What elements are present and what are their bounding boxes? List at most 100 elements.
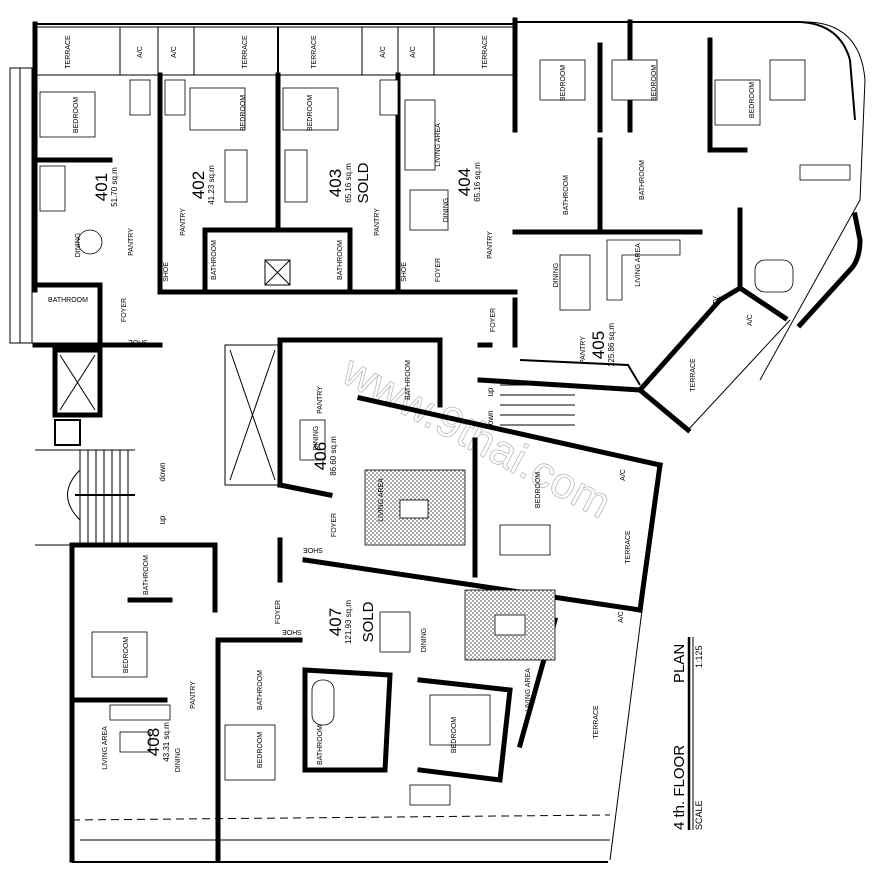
label-shoe: SHOE bbox=[401, 262, 408, 282]
unit-number: 407 bbox=[326, 608, 345, 636]
label-dining: DINING bbox=[75, 233, 82, 258]
label-foyer: FOYER bbox=[490, 308, 497, 332]
label-bedroom: BEDROOM bbox=[560, 65, 567, 101]
unit-area: 125.86 sq.m bbox=[607, 323, 616, 367]
unit-403: 403 65.16 sq.m SOLD bbox=[326, 162, 372, 203]
label-bathroom: BATHROOM bbox=[48, 297, 88, 304]
label-bedroom: BEDROOM bbox=[651, 65, 658, 101]
unit-number: 403 bbox=[326, 169, 345, 197]
core bbox=[35, 347, 575, 546]
label-pantry: PANTRY bbox=[580, 336, 587, 364]
label-bathroom: BATHROOM bbox=[639, 160, 646, 200]
unit-area: 41.23 sq.m bbox=[207, 165, 216, 205]
label-stair-up: up bbox=[486, 387, 495, 396]
title-block: 4 th. FLOOR PLAN SCALE 1:125 bbox=[671, 637, 704, 830]
label-dining: DINING bbox=[175, 748, 182, 773]
label-pantry: PANTRY bbox=[374, 208, 381, 236]
label-terrace: TERRACE bbox=[65, 35, 72, 69]
label-terrace: TERRACE bbox=[482, 35, 489, 69]
plan-title-right: PLAN bbox=[671, 644, 688, 683]
label-shoe: SHOE bbox=[128, 338, 148, 345]
room-labels: TERRACE A/C A/C TERRACE TERRACE A/C A/C … bbox=[48, 35, 756, 772]
label-shoe: SHOE bbox=[163, 262, 170, 282]
label-bedroom: BEDROOM bbox=[257, 732, 264, 768]
label-bathroom: BATHROOM bbox=[317, 725, 324, 765]
label-bedroom: BEDROOM bbox=[123, 637, 130, 673]
upper-furniture bbox=[39, 79, 449, 286]
label-ac: A/C bbox=[618, 611, 625, 623]
upper-wing-walls bbox=[9, 17, 518, 348]
scale-label: SCALE bbox=[694, 800, 704, 830]
label-pantry: PANTRY bbox=[317, 386, 324, 414]
label-bedroom: BEDROOM bbox=[73, 97, 80, 133]
label-foyer: FOYER bbox=[275, 600, 282, 624]
label-pantry: PANTRY bbox=[487, 231, 494, 259]
label-pantry: PANTRY bbox=[190, 681, 197, 709]
sold-badge: SOLD bbox=[360, 601, 377, 642]
label-living-area: LIVING AREA bbox=[102, 726, 109, 770]
label-ac: A/C bbox=[171, 46, 178, 58]
label-ac: A/C bbox=[410, 46, 417, 58]
unit-407-walls bbox=[215, 462, 663, 863]
unit-404: 404 65.16 sq.m bbox=[455, 162, 482, 202]
unit-407: 407 121.93 sq.m SOLD bbox=[326, 600, 377, 644]
label-pantry: PANTRY bbox=[128, 228, 135, 256]
label-bathroom: BATHROOM bbox=[143, 555, 150, 595]
label-stair-down: down bbox=[158, 462, 167, 481]
label-dining: DINING bbox=[443, 198, 450, 223]
label-terrace: TERRACE bbox=[242, 35, 249, 69]
unit-number: 401 bbox=[92, 173, 111, 201]
plan-title: 4 th. FLOOR bbox=[671, 745, 688, 830]
unit-area: 65.16 sq.m bbox=[473, 162, 482, 202]
label-bedroom: BEDROOM bbox=[307, 95, 314, 131]
unit-405-walls bbox=[477, 19, 866, 434]
unit-number: 408 bbox=[144, 728, 163, 756]
lower-terrace bbox=[71, 814, 611, 863]
label-ac: A/C bbox=[137, 46, 144, 58]
unit-area: 43.31 sq.m bbox=[162, 722, 171, 762]
label-foyer: FOYER bbox=[435, 258, 442, 282]
label-terrace: TERRACE bbox=[625, 530, 632, 564]
unit-408: 408 43.31 sq.m bbox=[144, 722, 171, 762]
unit-labels: 401 51.70 sq.m 402 41.23 sq.m 403 65.16 … bbox=[92, 162, 616, 762]
unit-number: 402 bbox=[189, 171, 208, 199]
label-terrace: TERRACE bbox=[311, 35, 318, 69]
unit-area: 65.16 sq.m bbox=[344, 163, 353, 203]
label-shoe: SHOE bbox=[282, 628, 302, 635]
scale-value: 1:125 bbox=[694, 645, 704, 668]
stair-treads bbox=[79, 450, 129, 545]
unit-area: 51.70 sq.m bbox=[110, 167, 119, 207]
unit-406-walls bbox=[224, 337, 663, 578]
label-foyer: FOYER bbox=[331, 513, 338, 537]
unit-408-walls bbox=[69, 542, 276, 863]
unit-number: 405 bbox=[589, 331, 608, 359]
label-shoe: SHOE bbox=[303, 546, 323, 553]
label-living-area: LIVING AREA bbox=[378, 478, 385, 522]
label-bedroom: BEDROOM bbox=[451, 717, 458, 753]
unit-area: 86.60 sq.m bbox=[329, 436, 338, 476]
label-terrace: TERRACE bbox=[593, 705, 600, 739]
label-dining: DINING bbox=[553, 263, 560, 288]
label-bathroom: BATHROOM bbox=[257, 670, 264, 710]
unit-402: 402 41.23 sq.m bbox=[189, 165, 216, 205]
label-living-area: LIVING AREA bbox=[525, 668, 532, 712]
unit-401: 401 51.70 sq.m bbox=[92, 167, 119, 207]
stair-treads-2 bbox=[500, 384, 575, 426]
unit-405: 405 125.86 sq.m bbox=[589, 323, 616, 367]
unit-number: 404 bbox=[455, 168, 474, 196]
label-bathroom: BATHROOM bbox=[405, 360, 412, 400]
label-dining: DINING bbox=[421, 628, 428, 653]
label-stair-down: down bbox=[486, 410, 495, 429]
label-bedroom: BEDROOM bbox=[240, 95, 247, 131]
label-dining: DINING bbox=[313, 426, 320, 451]
sold-badge: SOLD bbox=[355, 162, 372, 203]
label-bathroom: BATHROOM bbox=[563, 175, 570, 215]
label-bedroom: BEDROOM bbox=[749, 82, 756, 118]
unit-number: 406 bbox=[311, 442, 330, 470]
label-stair-up: up bbox=[158, 515, 167, 524]
label-tv: TV. bbox=[713, 295, 720, 305]
label-living-area: LIVING AREA bbox=[435, 123, 442, 167]
label-bedroom: BEDROOM bbox=[535, 472, 542, 508]
label-terrace: TERRACE bbox=[690, 358, 697, 392]
